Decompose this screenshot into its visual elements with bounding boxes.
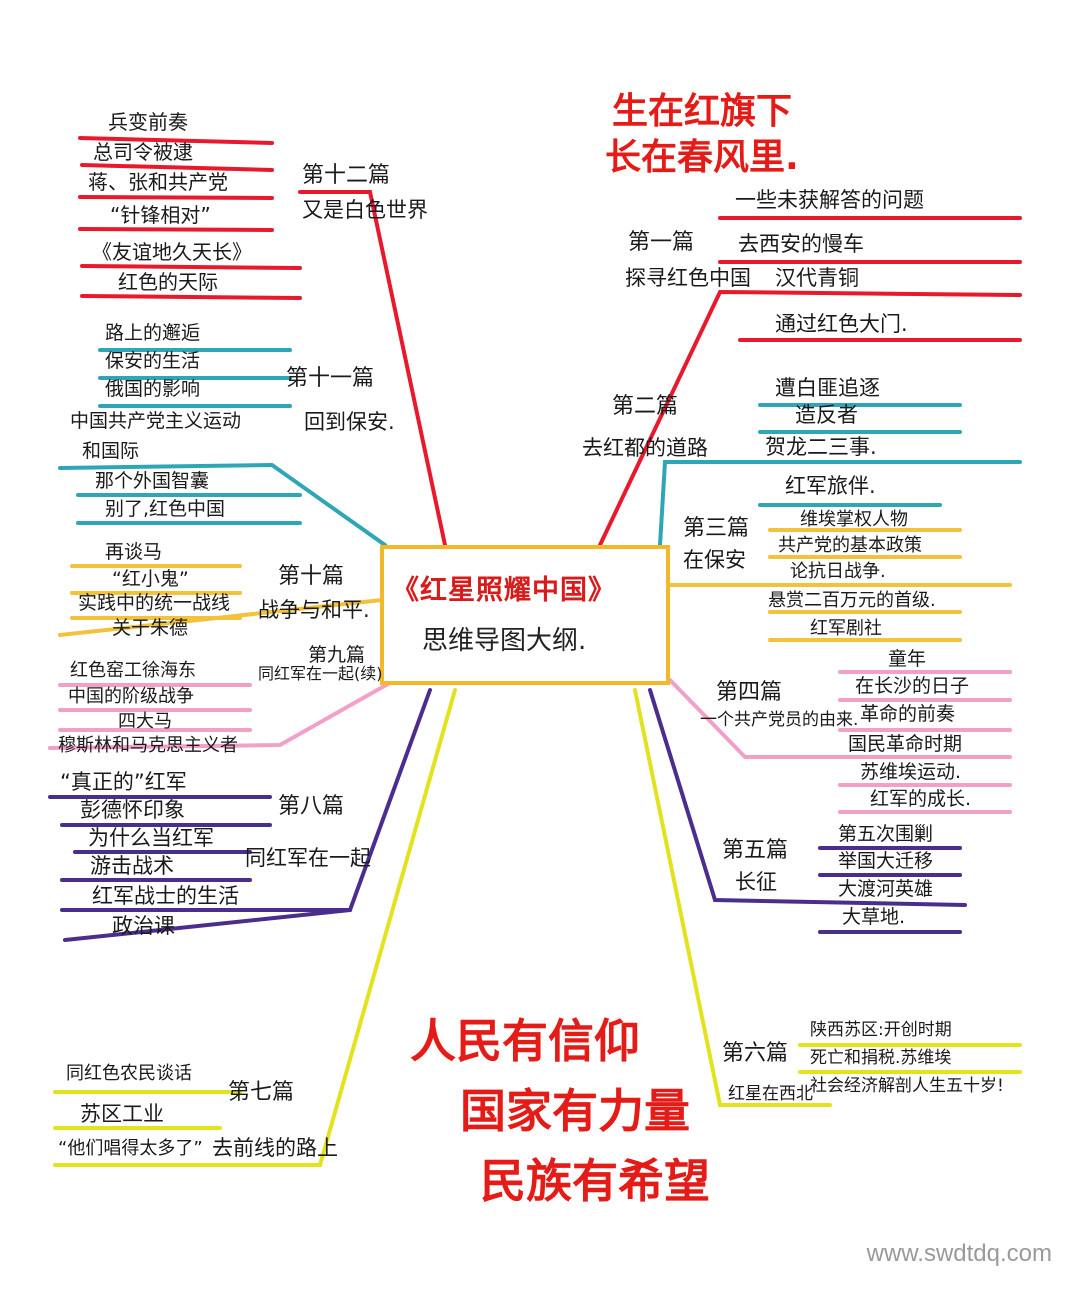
chapter-11-label: 第十一篇 — [286, 366, 375, 391]
chapter-11-item-7: 别了,红色中国 — [105, 498, 226, 520]
chapter-12-item-3: 蒋、张和共产党 — [88, 170, 228, 194]
chapter-2-label: 第二篇 — [612, 394, 679, 419]
chapter-8-item-6: 政治课 — [112, 914, 175, 938]
chapter-2-item-1: 遭白匪追逐 — [775, 376, 880, 400]
chapter-9-item-1: 红色窑工徐海东 — [70, 660, 196, 681]
chapter-4-title: 一个共产党员的由来. — [700, 710, 859, 730]
chapter-7-item-2: 苏区工业 — [80, 1102, 164, 1126]
chapter-11-item-1: 路上的邂逅 — [105, 322, 201, 344]
chapter-12-item-5: 《友谊地久天长》 — [92, 240, 252, 264]
chapter-2-item-2: 造反者 — [795, 403, 858, 427]
chapter-3-item-1: 维埃掌权人物 — [800, 509, 908, 530]
chapter-9-item-2: 中国的阶级战争 — [68, 686, 194, 707]
chapter-7-label: 第七篇 — [228, 1080, 295, 1105]
chapter-6-label: 第六篇 — [722, 1041, 789, 1066]
central-title: 《红星照耀中国》 — [392, 575, 616, 606]
branch-line-9 — [48, 678, 397, 750]
branch-line-12 — [298, 190, 447, 547]
branch-line-7 — [53, 688, 457, 1167]
chapter-11-item-3: 俄国的影响 — [105, 378, 201, 400]
chapter-5-label: 第五篇 — [722, 838, 789, 863]
chapter-5-title: 长征 — [735, 870, 777, 894]
chapter-11-item-6: 那个外国智囊 — [95, 470, 210, 492]
chapter-10-item-2: “红小鬼” — [112, 568, 189, 590]
branch-line-1 — [598, 289, 1022, 547]
slogan-top-1: 生在红旗下 — [612, 91, 793, 132]
chapter-4-item-4: 国民革命时期 — [848, 733, 963, 755]
chapter-2-item-3: 贺龙二三事. — [765, 435, 877, 459]
chapter-4-item-1: 童年 — [888, 648, 927, 670]
central-topic-box — [380, 545, 670, 685]
chapter-12-title: 又是白色世界 — [302, 198, 428, 222]
chapter-3-title: 在保安 — [683, 548, 746, 572]
chapter-4-item-6: 红军的成长. — [870, 788, 972, 810]
chapter-11-item-4: 中国共产党主义运动 — [70, 410, 242, 432]
chapter-2-item-4: 红军旅伴. — [785, 474, 876, 498]
chapter-5-item-4: 大草地. — [842, 906, 906, 928]
chapter-1-item-2: 去西安的慢车 — [738, 232, 864, 256]
chapter-7-item-3: “他们唱得太多了” — [58, 1138, 203, 1159]
chapter-9-item-4: 穆斯林和马克思主义者 — [58, 735, 238, 756]
chapter-3-item-2: 共产党的基本政策 — [778, 535, 922, 556]
chapter-3-item-3: 论抗日战争. — [790, 561, 886, 582]
chapter-8-item-1: “真正的”红军 — [60, 770, 187, 794]
chapter-9-item-3: 四大马 — [118, 711, 172, 732]
branch-line-5 — [648, 688, 967, 907]
chapter-5-item-1: 第五次围剿 — [838, 823, 934, 845]
chapter-8-item-2: 彭德怀印象 — [80, 798, 185, 822]
chapter-6-item-2: 死亡和捐税.苏维埃 — [810, 1048, 952, 1068]
slogan-bottom-2: 国家有力量 — [460, 1084, 690, 1138]
chapter-1-item-3: 汉代青铜 — [775, 266, 859, 290]
chapter-12-item-1: 兵变前奏 — [108, 110, 188, 134]
chapter-7-item-1: 同红色农民谈话 — [66, 1063, 192, 1084]
chapter-1-title: 探寻红色中国 — [625, 266, 751, 290]
central-subtitle: 思维导图大纲. — [422, 626, 587, 656]
chapter-2-title: 去红都的道路 — [582, 436, 708, 460]
chapter-12-item-6: 红色的天际 — [118, 270, 218, 294]
chapter-5-item-3: 大渡河英雄 — [838, 878, 934, 900]
chapter-9-title: 同红军在一起(续) — [258, 664, 383, 683]
chapter-11-title: 回到保安. — [304, 410, 395, 434]
chapter-5-item-2: 举国大迁移 — [838, 850, 934, 872]
chapter-11-item-2: 保安的生活 — [105, 350, 201, 372]
chapter-9-label: 第九篇 — [308, 644, 366, 666]
chapter-6-item-1: 陕西苏区:开创时期 — [810, 1020, 952, 1040]
chapter-11-item-5: 和国际 — [82, 440, 140, 462]
chapter-10-title: 战争与和平. — [258, 598, 370, 622]
chapter-4-label: 第四篇 — [716, 680, 783, 705]
chapter-12-item-4: “针锋相对” — [110, 203, 211, 227]
chapter-1-item-4: 通过红色大门. — [775, 312, 908, 336]
branch-line-4 — [668, 678, 1012, 759]
chapter-4-item-5: 苏维埃运动. — [860, 761, 962, 783]
chapter-8-title: 同红军在一起 — [245, 846, 371, 870]
chapter-8-item-4: 游击战术 — [90, 854, 174, 878]
chapter-7-title: 去前线的路上 — [212, 1136, 338, 1160]
chapter-3-item-4: 悬赏二百万元的首级. — [768, 590, 936, 611]
chapter-8-label: 第八篇 — [278, 794, 345, 819]
chapter-4-item-2: 在长沙的日子 — [855, 675, 970, 697]
chapter-10-label: 第十篇 — [278, 564, 345, 589]
chapter-8-item-5: 红军战士的生活 — [92, 884, 239, 908]
chapter-3-item-5: 红军剧社 — [810, 618, 882, 639]
chapter-6-title: 红星在西北 — [728, 1084, 813, 1104]
chapter-6-item-3: 社会经济解剖人生五十岁! — [810, 1076, 1004, 1096]
slogan-bottom-1: 人民有信仰 — [410, 1014, 640, 1068]
watermark: www.swdtdq.com — [866, 1240, 1052, 1267]
chapter-3-label: 第三篇 — [683, 516, 750, 541]
slogan-bottom-3: 民族有希望 — [480, 1154, 710, 1208]
chapter-1-label: 第一篇 — [628, 230, 695, 255]
branch-line-11 — [58, 462, 387, 547]
slogan-top-2: 长在春风里. — [605, 137, 799, 178]
chapter-12-item-2: 总司令被逮 — [93, 140, 193, 164]
chapter-4-item-3: 革命的前奏 — [860, 703, 956, 725]
chapter-10-item-3: 实践中的统一战线 — [78, 592, 231, 614]
chapter-10-item-4: 关于朱德 — [112, 617, 189, 639]
chapter-1-item-1: 一些未获解答的问题 — [735, 188, 924, 212]
branch-line-2 — [658, 460, 1022, 547]
branch-line-6 — [633, 688, 832, 1107]
chapter-10-item-1: 再谈马 — [105, 541, 163, 563]
chapter-8-item-3: 为什么当红军 — [88, 826, 214, 850]
chapter-12-label: 第十二篇 — [302, 163, 391, 188]
